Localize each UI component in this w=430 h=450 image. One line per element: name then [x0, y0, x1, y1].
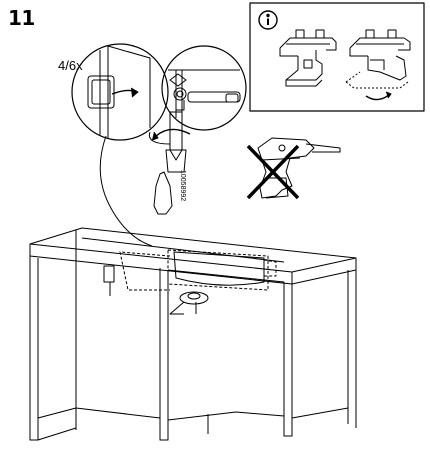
screwdriver-bit — [148, 111, 191, 215]
quantity-label: 4/6x — [58, 58, 83, 73]
detail-circle-left — [71, 43, 169, 141]
part-number: 10058992 — [179, 170, 186, 202]
bracket-correct — [279, 29, 337, 87]
leader-line — [99, 135, 153, 247]
bracket-rotated — [345, 29, 411, 101]
detail-circle-right — [161, 45, 247, 131]
info-panel — [249, 2, 425, 112]
step-number: 11 — [8, 6, 35, 30]
cabinet — [29, 227, 357, 441]
crossed-out-drill-icon — [246, 137, 341, 200]
info-icon — [258, 10, 278, 30]
